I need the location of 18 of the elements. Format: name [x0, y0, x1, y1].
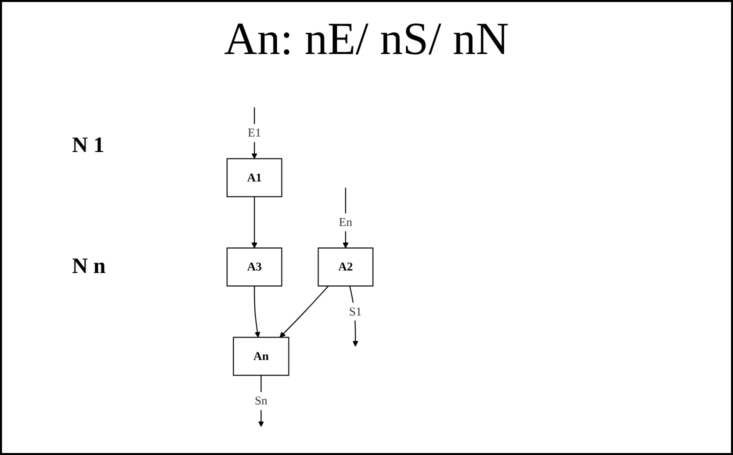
- arrow: [254, 286, 260, 338]
- arrow: [251, 196, 258, 248]
- node-box: A1: [226, 158, 282, 198]
- diagram-title: An: nE/ nS/ nN: [223, 12, 510, 65]
- arrow: [258, 374, 264, 427]
- arrow: [280, 286, 329, 338]
- edge-label: Sn: [254, 394, 268, 408]
- arrow: [349, 286, 358, 347]
- node-box: An: [232, 336, 290, 376]
- lane-label: N n: [72, 253, 107, 279]
- node-box: A2: [318, 248, 374, 286]
- arrow: [342, 187, 349, 248]
- arrow: [251, 106, 258, 159]
- lane-label: N 1: [72, 132, 106, 158]
- edge-label: E1: [248, 126, 262, 140]
- edge-label: S1: [349, 304, 362, 318]
- edge-label: En: [338, 215, 352, 229]
- node-box: A3: [226, 248, 282, 286]
